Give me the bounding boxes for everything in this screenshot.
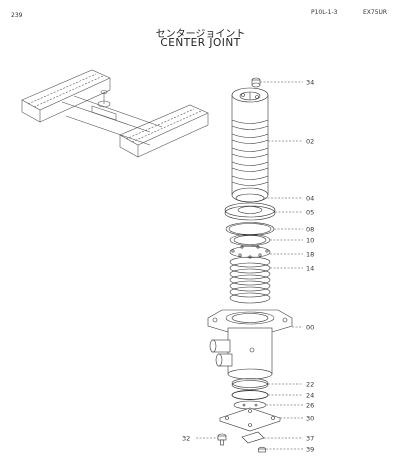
label-34: 34: [306, 79, 314, 87]
label-39: 39: [306, 446, 314, 454]
label-14: 14: [306, 265, 314, 273]
label-08: 08: [306, 226, 314, 234]
label-05: 05: [306, 209, 314, 217]
part-32-bolt: [217, 433, 227, 446]
part-39-bolt: [258, 446, 266, 453]
label-26: 26: [306, 402, 314, 410]
model-code: EX75UR: [363, 9, 388, 16]
part-08-o-ring: [225, 222, 275, 236]
title-japanese: センタージョイント: [155, 29, 246, 40]
part-00-body: [207, 309, 293, 380]
part-37-plate: [241, 431, 265, 444]
undercarriage-thumbnail: [21, 69, 209, 158]
label-04: 04: [306, 195, 314, 203]
part-30-cover: [219, 407, 281, 432]
part-05-cover: [224, 202, 276, 221]
title-english: CENTER JOINT: [160, 37, 241, 49]
label-18: 18: [306, 251, 314, 259]
part-34-plug: [251, 77, 261, 88]
part-22-ring: [231, 378, 269, 390]
part-14-seal-stack: [229, 256, 271, 304]
label-24: 24: [306, 392, 314, 400]
label-37: 37: [306, 435, 314, 443]
reference-code: P10L-1-3: [311, 9, 338, 16]
page-number: 239: [11, 12, 23, 19]
label-10: 10: [306, 237, 314, 245]
part-02-spindle: [231, 87, 269, 203]
leader-lines: [196, 81, 303, 450]
label-22: 22: [306, 381, 314, 389]
part-10-ring: [229, 234, 271, 246]
label-32: 32: [182, 435, 190, 443]
label-30: 30: [306, 415, 314, 423]
part-24-o-ring: [231, 390, 269, 400]
label-00: 00: [306, 324, 314, 332]
part-18-seal: [229, 245, 271, 259]
label-02: 02: [306, 138, 314, 146]
